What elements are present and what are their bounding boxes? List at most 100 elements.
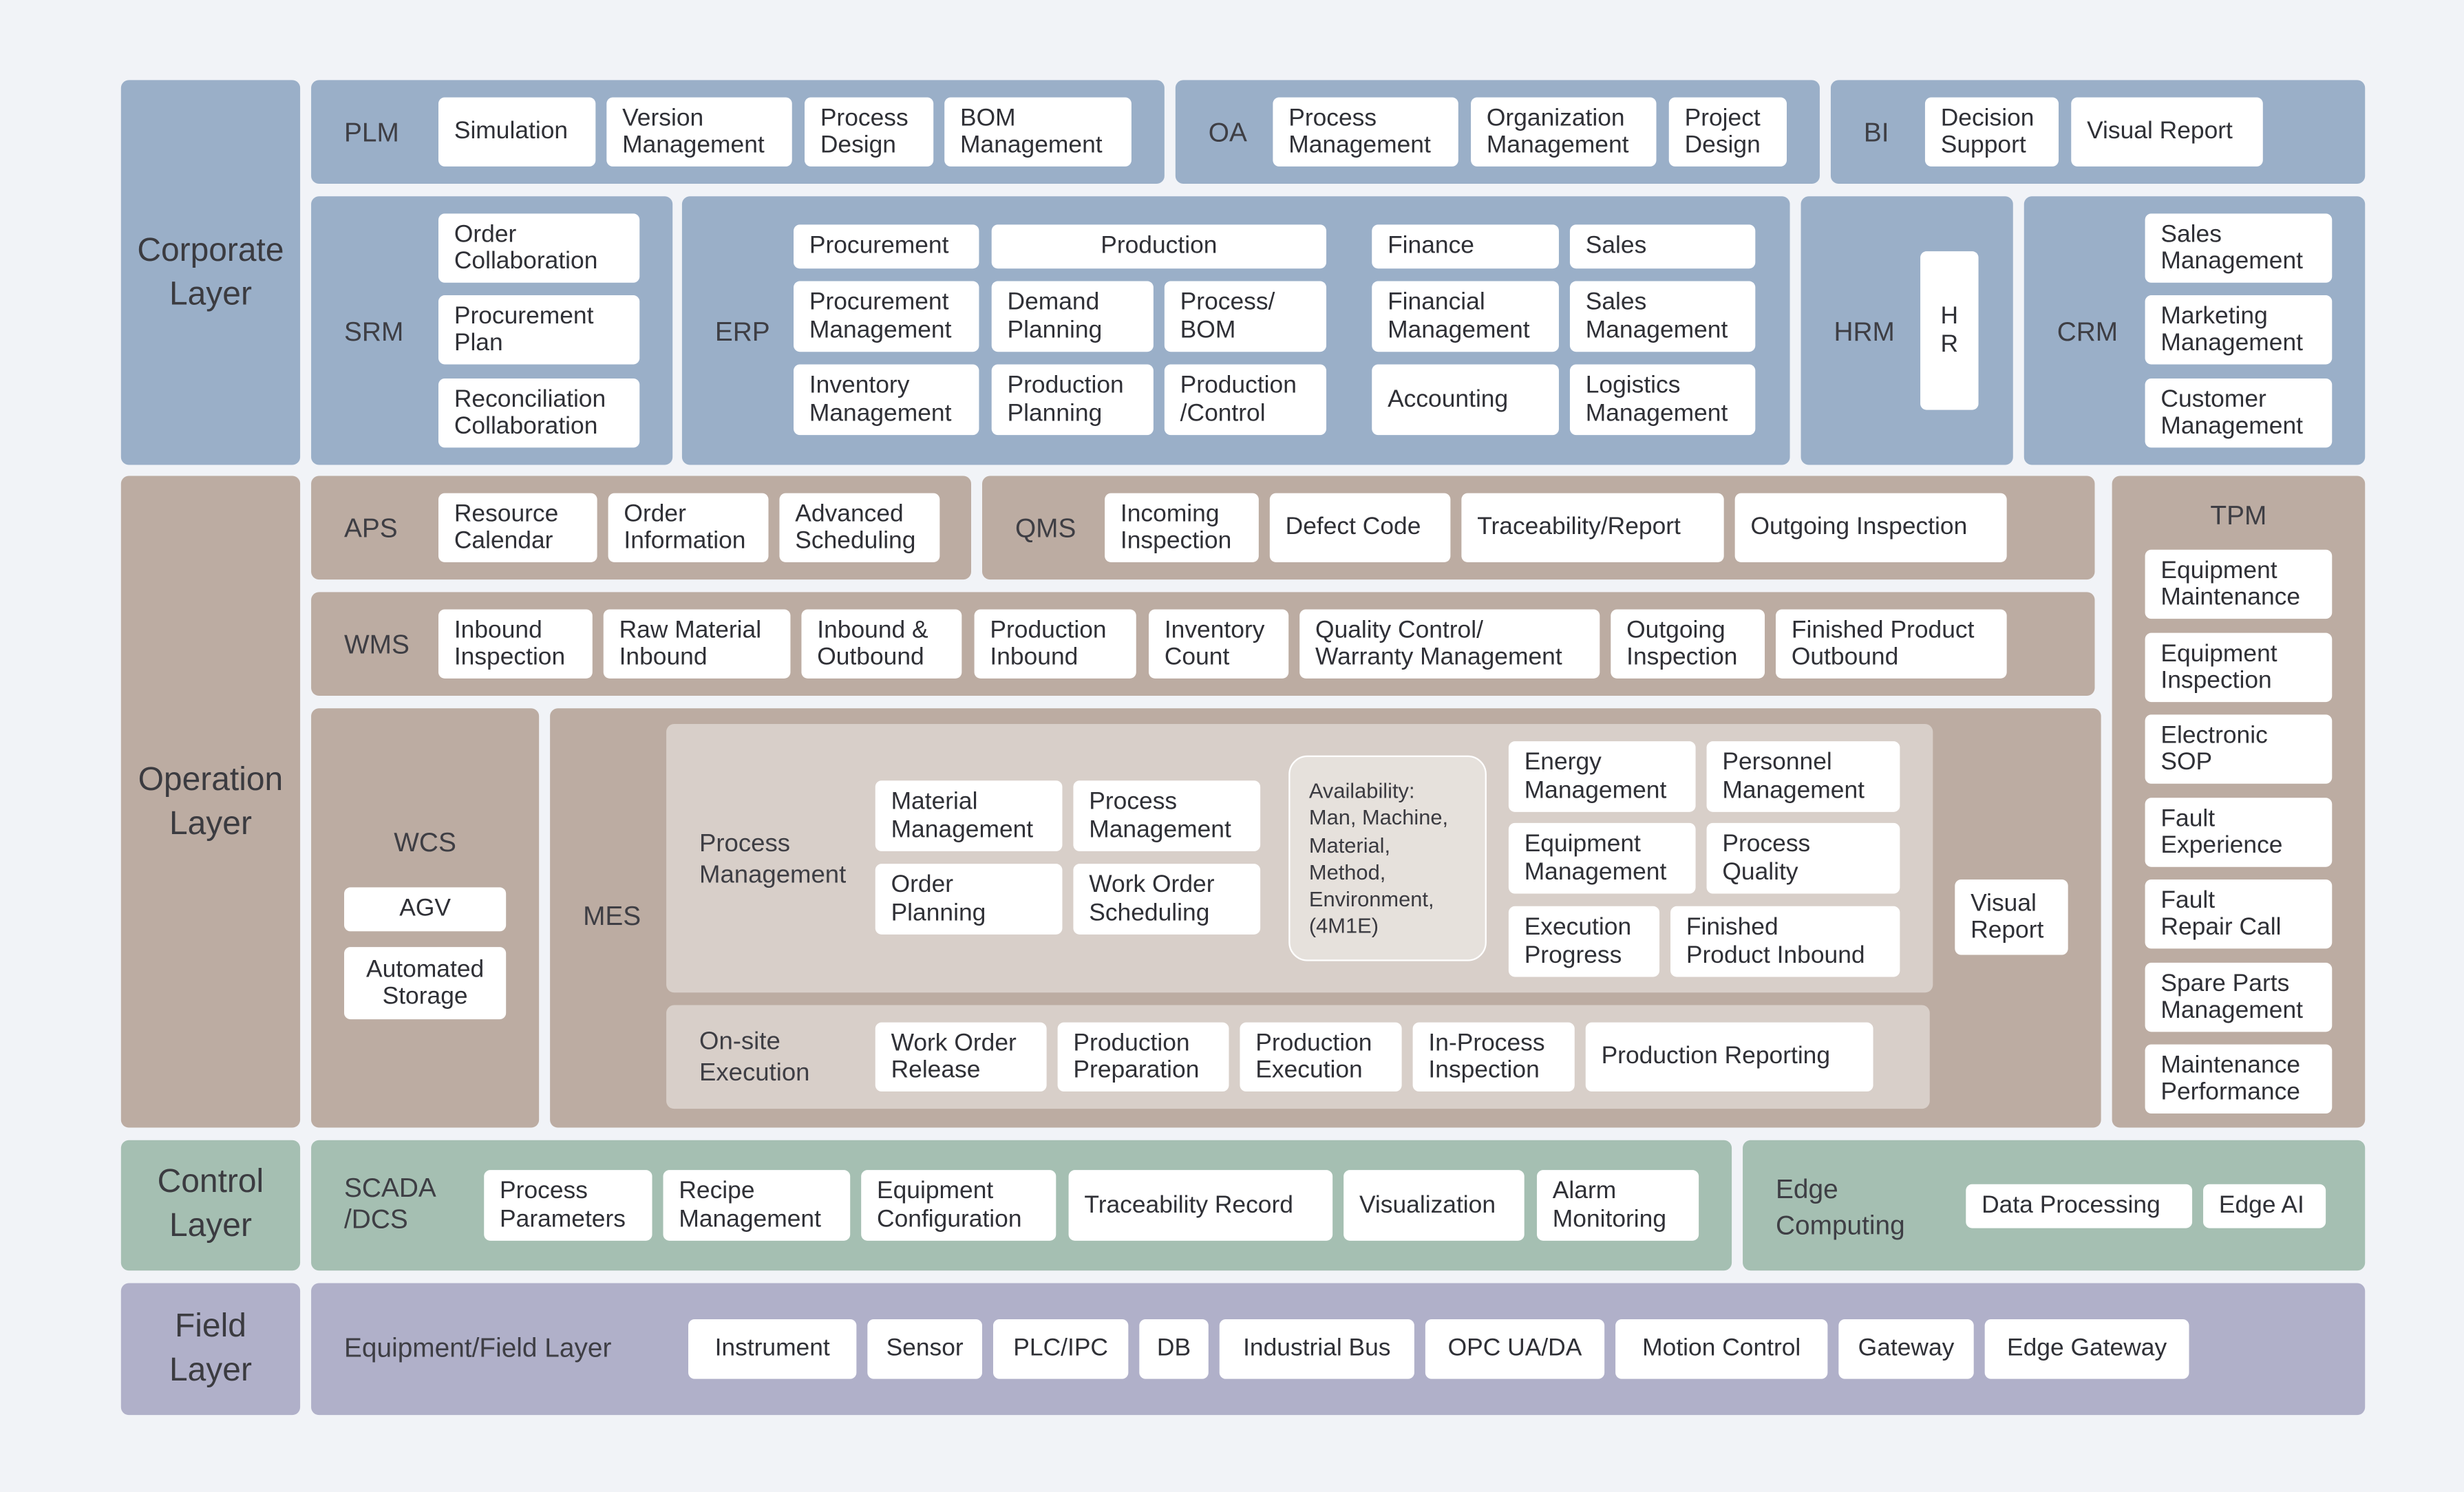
tpm-item[interactable]: Equipment Inspection [2145, 632, 2333, 703]
crm-item[interactable]: Customer Management [2145, 378, 2333, 448]
erp-header-sales[interactable]: Sales [1569, 224, 1756, 269]
mes-right-item[interactable]: Personnel Management [1706, 741, 1900, 812]
mes-onsite-item[interactable]: Work Order Release [875, 1022, 1047, 1092]
tpm-item[interactable]: Spare Parts Management [2145, 962, 2333, 1032]
mes-process-label: Process Management [699, 831, 847, 889]
bi-item[interactable]: Visual Report [2071, 97, 2263, 167]
scada-item[interactable]: Equipment Configuration [861, 1170, 1056, 1241]
mes-right-item[interactable]: Process Quality [1706, 822, 1900, 894]
field-label: Equipment/Field Layer [344, 1333, 612, 1363]
wms-item[interactable]: Finished Product Outbound [1776, 609, 2007, 679]
aps-item[interactable]: Resource Calendar [438, 493, 597, 562]
tpm-item[interactable]: Equipment Maintenance [2145, 549, 2333, 619]
erp-item[interactable]: Production /Control [1164, 364, 1327, 436]
mes-process-item[interactable]: Material Management [875, 780, 1063, 851]
scada-item[interactable]: Traceability Record [1068, 1170, 1333, 1241]
oa-label: OA [1208, 118, 1247, 148]
field-item[interactable]: Gateway [1838, 1319, 1974, 1379]
field-item[interactable]: PLC/IPC [992, 1319, 1129, 1379]
edge-label: Edge Computing [1776, 1175, 1905, 1241]
qms-item[interactable]: Outgoing Inspection [1734, 493, 2007, 562]
erp-header-production[interactable]: Production [991, 224, 1327, 269]
mes-right-item[interactable]: Equipment Management [1508, 822, 1696, 894]
edge-item[interactable]: Data Processing [1966, 1184, 2193, 1228]
scada-label: SCADA /DCS [344, 1173, 436, 1235]
wms-item[interactable]: Production Inbound [974, 609, 1136, 679]
scada-item[interactable]: Recipe Management [663, 1170, 851, 1241]
erp-item[interactable]: Process/ BOM [1164, 281, 1327, 352]
operation-layer-label: Operation Layer [138, 761, 284, 842]
wms-item[interactable]: Quality Control/ Warranty Management [1299, 609, 1600, 679]
scada-item[interactable]: Process Parameters [484, 1170, 652, 1241]
erp-item[interactable]: Sales Management [1569, 281, 1756, 352]
erp-item[interactable]: Financial Management [1372, 281, 1559, 352]
wms-item[interactable]: Raw Material Inbound [603, 609, 791, 679]
aps-item[interactable]: Advanced Scheduling [779, 493, 940, 562]
erp-item[interactable]: Accounting [1372, 364, 1559, 436]
field-item[interactable]: Sensor [867, 1319, 982, 1379]
mes-process-item[interactable]: Work Order Scheduling [1073, 864, 1261, 935]
tpm-item[interactable]: Electronic SOP [2145, 714, 2333, 784]
erp-header-procurement[interactable]: Procurement [794, 224, 979, 269]
erp-item[interactable]: Inventory Management [794, 364, 979, 436]
mes-right-item[interactable]: Energy Management [1508, 741, 1696, 812]
erp-header-finance[interactable]: Finance [1372, 224, 1559, 269]
hrm-item[interactable]: H R [1920, 251, 1979, 410]
tpm-label: TPM [2210, 500, 2267, 531]
wcs-label: WCS [394, 827, 456, 858]
erp-item[interactable]: Logistics Management [1569, 364, 1756, 436]
field-item[interactable]: DB [1139, 1319, 1209, 1379]
tpm-item[interactable]: Fault Experience [2145, 798, 2333, 867]
mes-onsite-label: On-site Execution [699, 1028, 810, 1087]
srm-item[interactable]: Order Collaboration [438, 213, 640, 283]
field-item[interactable]: Industrial Bus [1219, 1319, 1414, 1379]
field-item[interactable]: Motion Control [1615, 1319, 1828, 1379]
qms-item[interactable]: Incoming Inspection [1105, 493, 1259, 562]
erp-item[interactable]: Demand Planning [991, 281, 1154, 352]
mes-visual-report[interactable]: Visual Report [1955, 879, 2068, 955]
aps-label: APS [344, 513, 398, 544]
wms-item[interactable]: Inbound Inspection [438, 609, 593, 679]
erp-item[interactable]: Production Planning [991, 364, 1154, 436]
srm-item[interactable]: Procurement Plan [438, 295, 640, 365]
mes-right-item[interactable]: Finished Product Inbound [1670, 906, 1900, 977]
tpm-item[interactable]: Maintenance Performance [2145, 1044, 2333, 1114]
edge-item[interactable]: Edge AI [2203, 1184, 2326, 1228]
qms-item[interactable]: Defect Code [1269, 493, 1451, 562]
oa-item[interactable]: Project Design [1668, 97, 1787, 167]
mes-onsite-item[interactable]: In-Process Inspection [1412, 1022, 1575, 1092]
oa-item[interactable]: Process Management [1273, 97, 1458, 167]
tpm-item[interactable]: Fault Repair Call [2145, 879, 2333, 949]
wcs-item-agv[interactable]: AGV [344, 887, 507, 932]
plm-item[interactable]: BOM Management [944, 97, 1132, 167]
oa-item[interactable]: Organization Management [1471, 97, 1657, 167]
wms-item[interactable]: Inventory Count [1149, 609, 1289, 679]
field-item[interactable]: Edge Gateway [1984, 1319, 2189, 1379]
wcs-item-storage[interactable]: Automated Storage [344, 947, 507, 1020]
erp-item[interactable]: Procurement Management [794, 281, 979, 352]
wms-item[interactable]: Outgoing Inspection [1611, 609, 1765, 679]
wms-item[interactable]: Inbound & Outbound [801, 609, 962, 679]
qms-item[interactable]: Traceability/Report [1461, 493, 1724, 562]
field-layer-panel: Field Layer [120, 1283, 301, 1416]
crm-item[interactable]: Marketing Management [2145, 295, 2333, 365]
mes-onsite-item[interactable]: Production Reporting [1585, 1022, 1873, 1092]
plm-item[interactable]: Simulation [438, 97, 596, 167]
aps-item[interactable]: Order Information [608, 493, 769, 562]
bi-item[interactable]: Decision Support [1924, 97, 2059, 167]
srm-item[interactable]: Reconciliation Collaboration [438, 378, 640, 448]
plm-item[interactable]: Process Design [804, 97, 934, 167]
crm-item[interactable]: Sales Management [2145, 213, 2333, 283]
field-item[interactable]: Instrument [688, 1319, 857, 1379]
scada-item[interactable]: Alarm Monitoring [1536, 1170, 1699, 1241]
mes-right-item[interactable]: Execution Progress [1508, 906, 1660, 977]
mes-process-item[interactable]: Process Management [1073, 780, 1261, 851]
srm-label: SRM [344, 317, 404, 348]
mes-onsite-item[interactable]: Production Execution [1240, 1022, 1402, 1092]
scada-item[interactable]: Visualization [1343, 1170, 1525, 1241]
field-item[interactable]: OPC UA/DA [1425, 1319, 1605, 1379]
mes-onsite-item[interactable]: Production Preparation [1057, 1022, 1229, 1092]
plm-item[interactable]: Version Management [606, 97, 792, 167]
mes-process-item[interactable]: Order Planning [875, 864, 1063, 935]
